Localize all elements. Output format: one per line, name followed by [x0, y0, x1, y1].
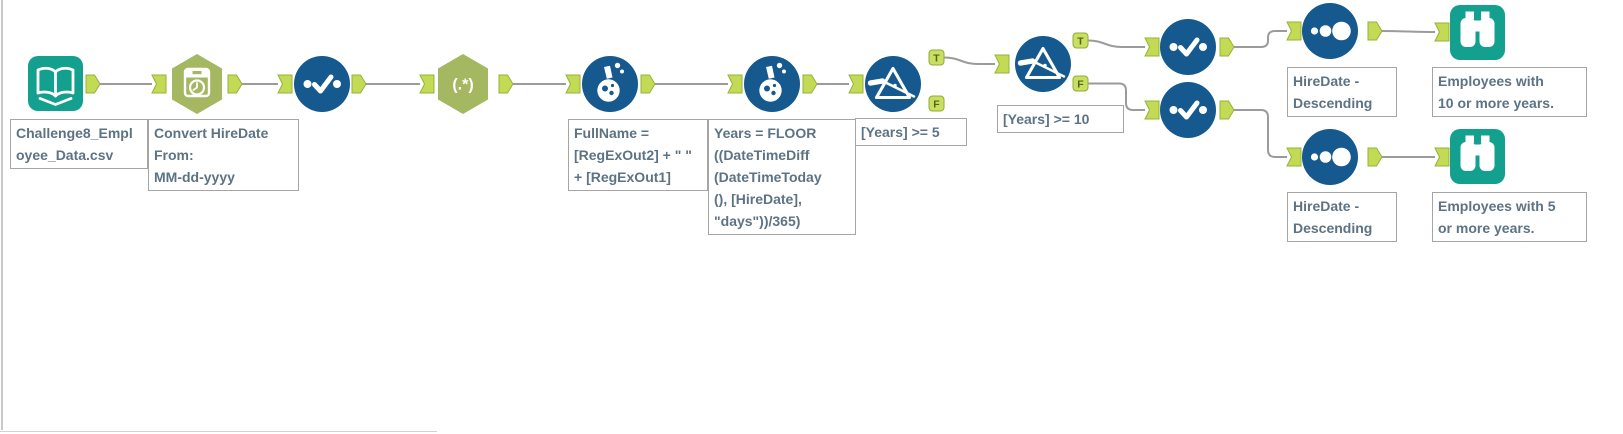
input-anchor[interactable]: [1286, 21, 1302, 41]
annotation-formula-years[interactable]: Years = FLOOR ((DateTimeDiff (DateTimeTo…: [708, 119, 856, 235]
funnel-icon: [1015, 36, 1071, 92]
check-dots-icon: [1160, 19, 1216, 75]
flask-icon: [744, 56, 800, 112]
tool-browse-bottom[interactable]: [1450, 129, 1505, 189]
annotation-browse-top[interactable]: Employees with 10 or more years.: [1432, 67, 1587, 117]
annotation-datetime-convert[interactable]: Convert HireDate From: MM-dd-yyyy: [148, 119, 299, 191]
connection-wire[interactable]: [1087, 39, 1145, 48]
annotation-sort-bottom[interactable]: HireDate - Descending: [1287, 192, 1397, 242]
tool-filter-10[interactable]: [1014, 35, 1072, 98]
regex-icon: (.*): [438, 54, 488, 114]
false-anchor[interactable]: F: [928, 95, 945, 112]
output-anchor[interactable]: [351, 74, 367, 94]
annotation-sort-top[interactable]: HireDate - Descending: [1287, 67, 1397, 117]
tool-filter-5[interactable]: [864, 55, 922, 118]
connection-wire[interactable]: [1234, 30, 1287, 48]
dots-ascending-icon: [1302, 3, 1358, 59]
output-anchor[interactable]: [498, 74, 514, 94]
tool-select-true[interactable]: [1159, 18, 1217, 81]
annotation-input-file[interactable]: Challenge8_Empl oyee_Data.csv: [10, 119, 148, 169]
annotation-filter-10[interactable]: [Years] >= 10: [997, 105, 1124, 133]
calendar-clock-icon: [172, 54, 222, 114]
connection-wire[interactable]: [943, 56, 995, 65]
tool-select-false[interactable]: [1159, 81, 1217, 144]
connection-wire[interactable]: [1234, 109, 1287, 158]
canvas-left-border: [1, 0, 3, 430]
output-anchor[interactable]: [1219, 100, 1235, 120]
output-anchor[interactable]: [802, 74, 818, 94]
book-icon: [28, 56, 83, 111]
input-anchor[interactable]: [565, 74, 581, 94]
input-anchor[interactable]: [1434, 147, 1450, 167]
input-anchor[interactable]: [419, 74, 435, 94]
input-anchor[interactable]: [1144, 100, 1160, 120]
check-dots-icon: [1160, 82, 1216, 138]
false-anchor[interactable]: F: [1072, 75, 1089, 92]
input-anchor[interactable]: [848, 74, 864, 94]
input-anchor[interactable]: [727, 74, 743, 94]
input-anchor[interactable]: [151, 74, 167, 94]
annotation-filter-5[interactable]: [Years] >= 5: [855, 118, 967, 146]
output-anchor[interactable]: [1367, 21, 1383, 41]
binoculars-icon: [1450, 129, 1505, 184]
svg-text:F: F: [1077, 79, 1084, 91]
canvas-bottom-border: [0, 431, 437, 432]
dots-ascending-icon: [1302, 129, 1358, 185]
tool-sort-top[interactable]: [1301, 2, 1359, 65]
tool-select-1[interactable]: [293, 55, 351, 118]
tool-sort-bottom[interactable]: [1301, 128, 1359, 191]
tool-regex[interactable]: (.*): [435, 53, 491, 120]
annotation-formula-fullname[interactable]: FullName = [RegExOut2] + " " + [RegExOut…: [568, 119, 708, 191]
svg-text:(.*): (.*): [452, 77, 473, 94]
output-anchor[interactable]: [1219, 37, 1235, 57]
output-anchor[interactable]: [85, 74, 101, 94]
output-anchor[interactable]: [640, 74, 656, 94]
tool-input-data[interactable]: [28, 56, 83, 116]
input-anchor[interactable]: [1434, 22, 1450, 42]
binoculars-icon: [1450, 5, 1505, 60]
funnel-icon: [865, 56, 921, 112]
tool-browse-top[interactable]: [1450, 5, 1505, 65]
connection-wire[interactable]: [1381, 30, 1436, 33]
svg-text:F: F: [933, 99, 940, 111]
input-anchor[interactable]: [1144, 37, 1160, 57]
output-anchor[interactable]: [227, 74, 243, 94]
flask-icon: [582, 56, 638, 112]
annotation-browse-bottom[interactable]: Employees with 5 or more years.: [1432, 192, 1587, 242]
check-dots-icon: [294, 56, 350, 112]
tool-formula-years[interactable]: [743, 55, 801, 118]
output-anchor[interactable]: [1367, 147, 1383, 167]
input-anchor[interactable]: [1286, 147, 1302, 167]
svg-text:T: T: [1077, 36, 1084, 48]
tool-datetime[interactable]: [169, 53, 225, 120]
tool-formula-fullname[interactable]: [581, 55, 639, 118]
svg-text:T: T: [933, 53, 940, 65]
true-anchor[interactable]: T: [928, 49, 945, 66]
input-anchor[interactable]: [994, 54, 1010, 74]
input-anchor[interactable]: [277, 74, 293, 94]
true-anchor[interactable]: T: [1072, 32, 1089, 49]
